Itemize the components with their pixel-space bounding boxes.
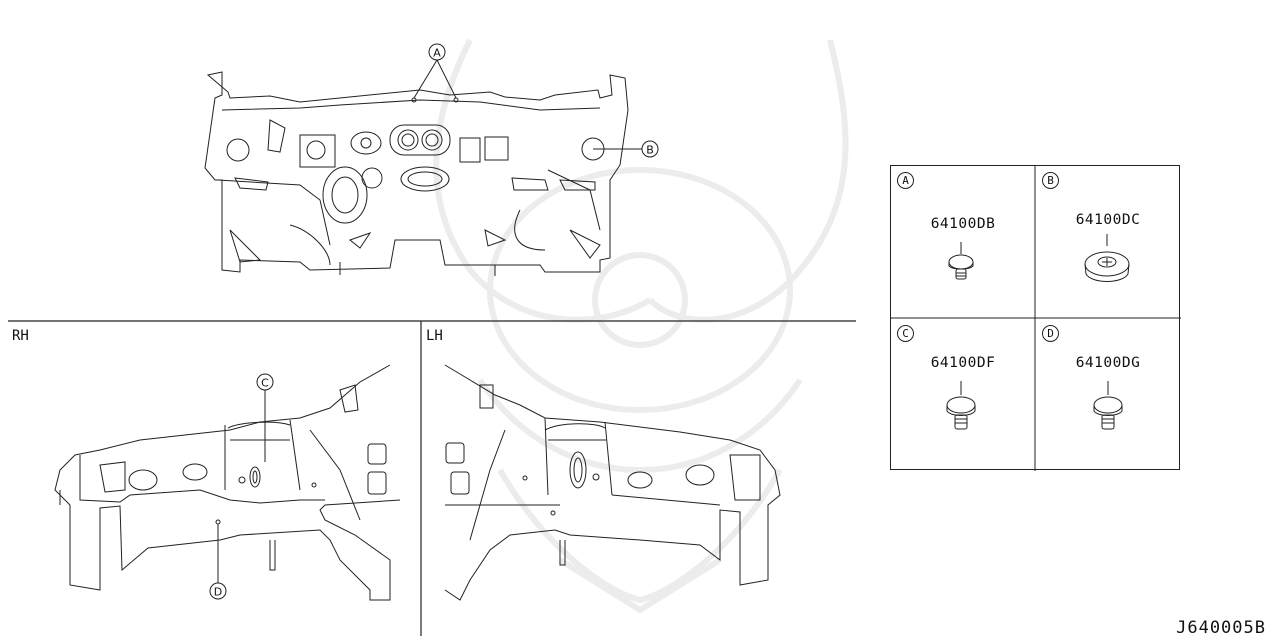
clip-d-icon: [1093, 381, 1123, 430]
callout-d-leader: [209, 524, 227, 600]
legend-cell-b: B 64100DC: [1036, 166, 1180, 318]
callout-b-leader: [593, 140, 659, 158]
rh-view-label: RH: [12, 328, 29, 344]
callout-a-letter: A: [433, 47, 441, 60]
legend-letter-b: B: [1042, 172, 1059, 189]
rh-floor-view: [54, 364, 401, 601]
plug-b-icon: [1084, 234, 1130, 282]
legend-cell-c: C 64100DF: [891, 319, 1035, 471]
legend-cell-a: A 64100DB: [891, 166, 1035, 318]
clip-a-icon: [948, 242, 974, 280]
parts-legend: A 64100DB B 64100DC: [890, 165, 1181, 471]
dash-panel-top-view: [204, 71, 629, 276]
figure-reference: J640005B: [1176, 618, 1266, 638]
part-number-b: 64100DC: [1075, 212, 1141, 228]
lh-floor-view: [444, 364, 781, 601]
legend-cell-d: D 64100DG: [1036, 319, 1180, 471]
legend-grid-lines: [891, 166, 1181, 471]
callout-c-leader: [256, 373, 274, 462]
legend-letter-d: D: [1042, 325, 1059, 342]
legend-letter-a: A: [897, 172, 914, 189]
legend-letter-c: C: [897, 325, 914, 342]
part-number-a: 64100DB: [930, 216, 996, 232]
callout-a-leader: [413, 43, 457, 99]
watermark-emblem: [433, 38, 849, 614]
callout-b-letter: B: [646, 144, 654, 157]
part-number-d: 64100DG: [1075, 355, 1141, 371]
clip-c-icon: [946, 381, 976, 430]
callout-d-letter: D: [214, 586, 222, 599]
part-number-c: 64100DF: [930, 355, 996, 371]
lh-view-label: LH: [426, 328, 443, 344]
callout-c-letter: C: [261, 377, 269, 390]
